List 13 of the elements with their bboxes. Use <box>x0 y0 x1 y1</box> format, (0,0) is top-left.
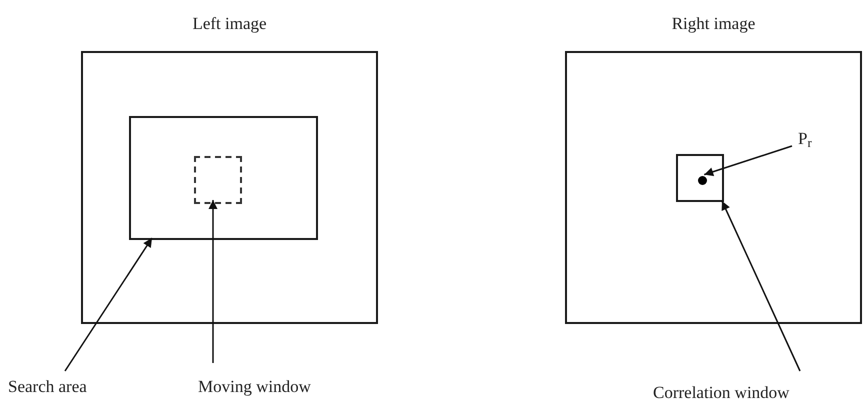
search-area-label: Search area <box>8 374 87 400</box>
image-heading: Right image <box>670 13 756 35</box>
search-area-rectangle <box>129 116 318 240</box>
moving-window-square <box>194 156 242 204</box>
arrow <box>64 238 153 372</box>
arrow <box>208 200 218 363</box>
point-label: P$_{r}$ <box>798 126 812 152</box>
image-heading: Left image <box>191 13 268 35</box>
moving-window-label: Moving window <box>198 374 311 400</box>
correlation-window-square <box>676 154 724 202</box>
correlation-window-label: Correlation window <box>653 380 790 406</box>
arrow <box>721 200 801 372</box>
arrow <box>704 145 792 176</box>
